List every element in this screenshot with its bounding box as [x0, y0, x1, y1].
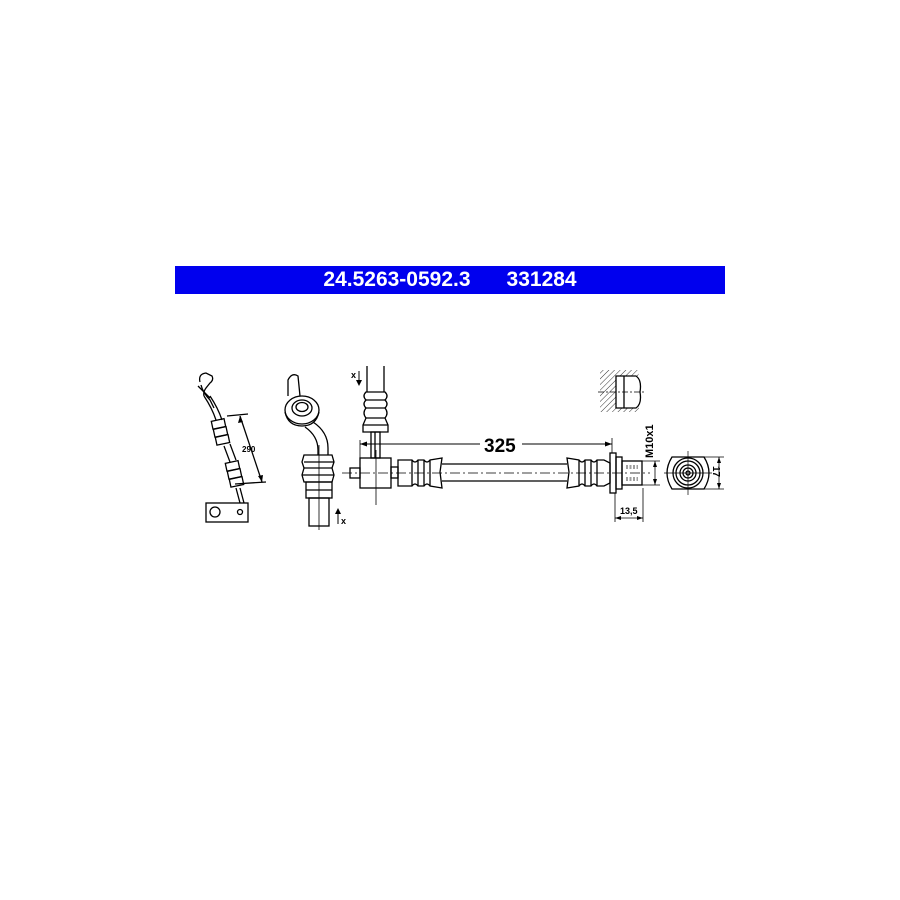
- dimension-290-label: 290: [242, 445, 256, 454]
- banjo-fitting-view: x: [284, 374, 346, 530]
- marker-x-bottom: x: [341, 516, 346, 526]
- side-view-installed: 290: [197, 372, 267, 523]
- dimension-325-label: 325: [484, 436, 516, 457]
- dimension-17-label: 17: [710, 466, 721, 478]
- reference-number: 331284: [506, 268, 577, 291]
- thread-spec-label: M10x1: [644, 424, 656, 458]
- part-number-banner: 24.5263-0592.3 331284: [175, 266, 725, 294]
- thread-detail-section: [598, 370, 645, 412]
- front-view-main: x: [342, 366, 660, 522]
- end-view-nut: 17: [664, 451, 724, 495]
- part-number: 24.5263-0592.3: [323, 268, 471, 291]
- dimension-13-5-label: 13,5: [620, 506, 638, 516]
- marker-x-top: x: [351, 370, 356, 380]
